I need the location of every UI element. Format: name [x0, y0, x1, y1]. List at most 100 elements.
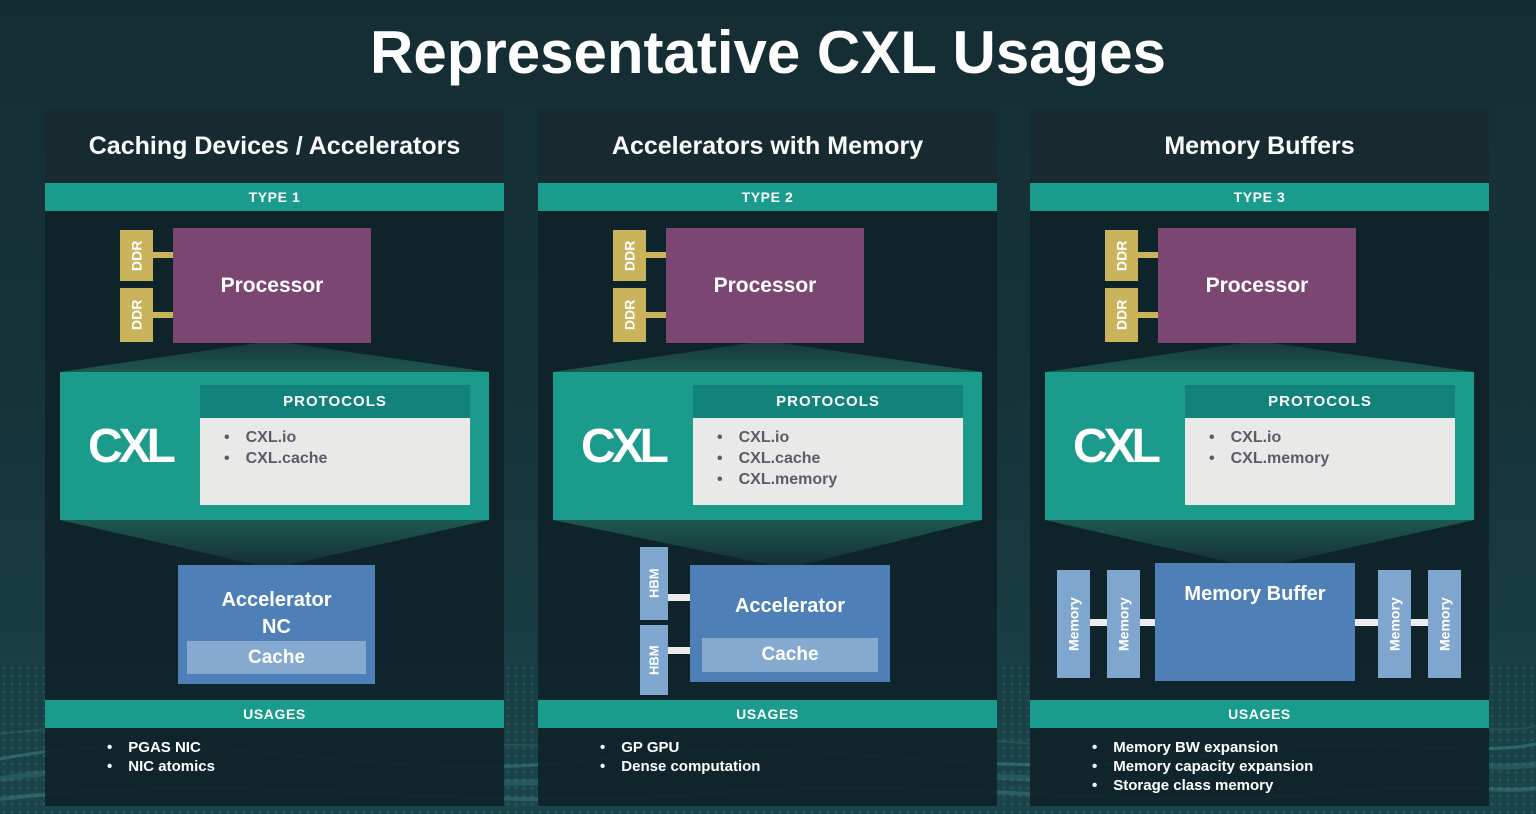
ddr-block: DDR: [613, 230, 646, 281]
protocols-panel: PROTOCOLS CXL.io CXL.memory: [1185, 385, 1455, 505]
memory-label: Memory: [1115, 597, 1132, 651]
accelerator-label: Accelerator: [221, 589, 332, 611]
usage-item: Memory BW expansion: [1092, 738, 1489, 757]
usages-list: PGAS NIC NIC atomics: [45, 728, 504, 776]
processor-label: Processor: [220, 273, 324, 297]
cxl-block: CXL PROTOCOLS CXL.io CXL.cache CXL.memor…: [553, 372, 982, 520]
cxl-logo: CXL: [581, 419, 669, 473]
column-1-header: Caching Devices / Accelerators: [45, 109, 504, 183]
protocol-item: CXL.io: [1203, 427, 1455, 448]
memory-block: Memory: [1057, 570, 1090, 678]
accelerator-sublabel: NC: [262, 616, 291, 638]
processor-label: Processor: [1205, 273, 1309, 297]
protocol-item: CXL.cache: [711, 448, 963, 469]
processor-label: Processor: [713, 273, 817, 297]
ddr-block: DDR: [120, 230, 153, 281]
ddr-connector: [1138, 312, 1158, 318]
ddr-connector: [153, 312, 173, 318]
cxl-block: CXL PROTOCOLS CXL.io CXL.cache: [60, 372, 489, 520]
usage-item: Dense computation: [600, 757, 997, 776]
hbm-connector: [668, 647, 690, 654]
protocols-panel: PROTOCOLS CXL.io CXL.cache CXL.memory: [693, 385, 963, 505]
protocols-title: PROTOCOLS: [200, 385, 470, 418]
ddr-label: DDR: [621, 240, 638, 271]
type-1-badge: TYPE 1: [45, 183, 504, 211]
cache-bar: Cache: [702, 638, 878, 672]
ddr-connector: [646, 312, 666, 318]
funnel-cxl-to-device: [60, 520, 489, 566]
memory-label: Memory: [1065, 597, 1082, 651]
memory-connector: [1355, 619, 1378, 626]
processor-block: Processor: [173, 228, 371, 343]
hbm-block: HBM: [640, 625, 668, 695]
type-2-badge: TYPE 2: [538, 183, 997, 211]
funnel-cxl-to-device: [1045, 520, 1474, 566]
usages-title: USAGES: [538, 700, 997, 728]
protocols-panel: PROTOCOLS CXL.io CXL.cache: [200, 385, 470, 505]
column-caching-devices: Caching Devices / Accelerators TYPE 1 DD…: [45, 109, 504, 806]
ddr-block: DDR: [120, 288, 153, 342]
funnel-processor-to-cxl: [553, 343, 982, 372]
ddr-label: DDR: [621, 299, 638, 331]
protocols-title: PROTOCOLS: [1185, 385, 1455, 418]
memory-block: Memory: [1107, 570, 1140, 678]
protocol-item: CXL.memory: [711, 469, 963, 490]
usages-list: GP GPU Dense computation: [538, 728, 997, 776]
usage-item: GP GPU: [600, 738, 997, 757]
protocol-item: CXL.memory: [1203, 448, 1455, 469]
memory-connector: [1140, 619, 1155, 626]
accelerator-block: Accelerator Cache: [690, 565, 890, 682]
protocols-list: CXL.io CXL.cache: [200, 418, 470, 505]
column-2-header: Accelerators with Memory: [538, 109, 997, 183]
ddr-block: DDR: [1105, 288, 1138, 342]
cxl-block: CXL PROTOCOLS CXL.io CXL.memory: [1045, 372, 1474, 520]
memory-connector: [1090, 619, 1107, 626]
funnel-processor-to-cxl: [60, 343, 489, 372]
cxl-logo: CXL: [1073, 419, 1161, 473]
memory-buffer-block: Memory Buffer: [1155, 563, 1355, 681]
usages-list: Memory BW expansion Memory capacity expa…: [1030, 728, 1489, 795]
column-3-header: Memory Buffers: [1030, 109, 1489, 183]
column-2-diagram: DDR DDR Processor CXL PROTOCOLS CXL.io C…: [538, 211, 997, 700]
ddr-label: DDR: [128, 240, 145, 271]
usage-item: PGAS NIC: [107, 738, 504, 757]
usage-item: Memory capacity expansion: [1092, 757, 1489, 776]
accelerator-block: Accelerator NC Cache: [178, 565, 375, 684]
ddr-label: DDR: [1113, 240, 1130, 271]
processor-block: Processor: [666, 228, 864, 343]
column-memory-buffers: Memory Buffers TYPE 3 DDR DDR Processor …: [1030, 109, 1489, 806]
funnel-processor-to-cxl: [1045, 343, 1474, 372]
protocols-list: CXL.io CXL.cache CXL.memory: [693, 418, 963, 505]
hbm-block: HBM: [640, 547, 668, 620]
hbm-label: HBM: [646, 645, 662, 675]
ddr-connector: [1138, 252, 1158, 258]
cache-bar: Cache: [187, 641, 366, 674]
memory-label: Memory: [1386, 597, 1403, 651]
ddr-connector: [153, 252, 173, 258]
protocol-item: CXL.io: [218, 427, 470, 448]
memory-connector: [1411, 619, 1428, 626]
cxl-logo: CXL: [88, 419, 176, 473]
memory-block: Memory: [1378, 570, 1411, 678]
column-1-diagram: DDR DDR Processor CXL PROTOCOLS CXL.io C…: [45, 211, 504, 700]
slide-title: Representative CXL Usages: [370, 19, 1166, 86]
usage-item: NIC atomics: [107, 757, 504, 776]
column-3-diagram: DDR DDR Processor CXL PROTOCOLS CXL.io C…: [1030, 211, 1489, 700]
usages-title: USAGES: [1030, 700, 1489, 728]
protocol-item: CXL.cache: [218, 448, 470, 469]
hbm-connector: [668, 594, 690, 601]
protocol-item: CXL.io: [711, 427, 963, 448]
memory-buffer-label: Memory Buffer: [1184, 583, 1326, 605]
ddr-connector: [646, 252, 666, 258]
ddr-block: DDR: [613, 288, 646, 342]
memory-block: Memory: [1428, 570, 1461, 678]
ddr-label: DDR: [128, 299, 145, 331]
usage-item: Storage class memory: [1092, 776, 1489, 795]
ddr-label: DDR: [1113, 299, 1130, 331]
type-3-badge: TYPE 3: [1030, 183, 1489, 211]
processor-block: Processor: [1158, 228, 1356, 343]
hbm-label: HBM: [646, 568, 662, 599]
ddr-block: DDR: [1105, 230, 1138, 281]
protocols-list: CXL.io CXL.memory: [1185, 418, 1455, 505]
column-accelerators-with-memory: Accelerators with Memory TYPE 2 DDR DDR …: [538, 109, 997, 806]
